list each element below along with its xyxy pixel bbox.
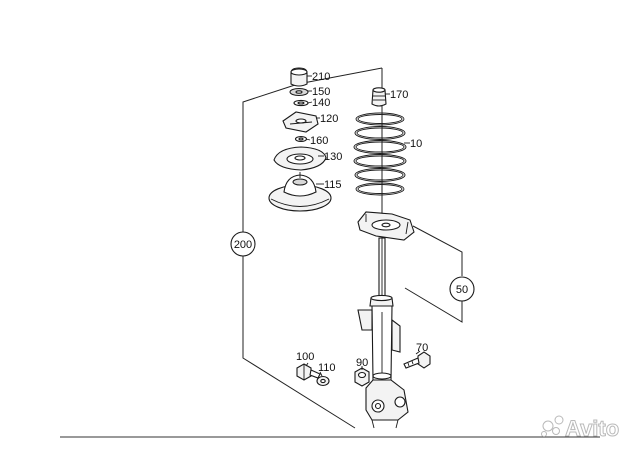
part-labels: 210 150 140 120 160 130 115 170 10 100 1… <box>296 71 428 374</box>
label-10: 10 <box>410 138 422 150</box>
part-115-strut-mount <box>268 172 332 212</box>
label-110: 110 <box>318 362 336 374</box>
label-120: 120 <box>320 113 338 125</box>
part-90-nut <box>354 367 370 387</box>
part-140-ring <box>293 99 309 107</box>
callout-50: 50 <box>449 276 475 302</box>
avito-watermark: Avito <box>541 415 620 442</box>
label-140: 140 <box>312 97 330 109</box>
label-210: 210 <box>312 71 330 83</box>
leader-lines <box>305 75 421 377</box>
shock-absorber <box>357 237 409 429</box>
label-170: 170 <box>390 89 408 101</box>
label-160: 160 <box>310 135 328 147</box>
part-150-washer <box>289 88 309 96</box>
label-150: 150 <box>312 86 330 98</box>
label-115: 115 <box>324 179 342 191</box>
part-130-bearing-plate <box>273 146 327 171</box>
callout-50-label: 50 <box>456 284 468 296</box>
part-10-coil-spring <box>353 112 407 196</box>
label-130: 130 <box>324 151 342 163</box>
label-100: 100 <box>296 351 314 363</box>
assembly-50-frame <box>404 225 463 323</box>
part-210-bump-cap <box>290 67 308 87</box>
part-70-bolt <box>403 351 431 369</box>
part-160-spacer <box>294 136 308 142</box>
part-120-upper-plate <box>282 111 319 133</box>
part-100-bolt <box>296 363 321 381</box>
label-70: 70 <box>416 342 428 354</box>
label-90: 90 <box>356 357 368 369</box>
callout-200-label: 200 <box>234 239 252 251</box>
spring-seat <box>357 211 415 241</box>
part-170-bump-stop <box>371 87 387 107</box>
watermark-text: Avito <box>565 416 619 441</box>
part-110-washer <box>316 375 330 387</box>
callout-200: 200 <box>230 231 256 257</box>
